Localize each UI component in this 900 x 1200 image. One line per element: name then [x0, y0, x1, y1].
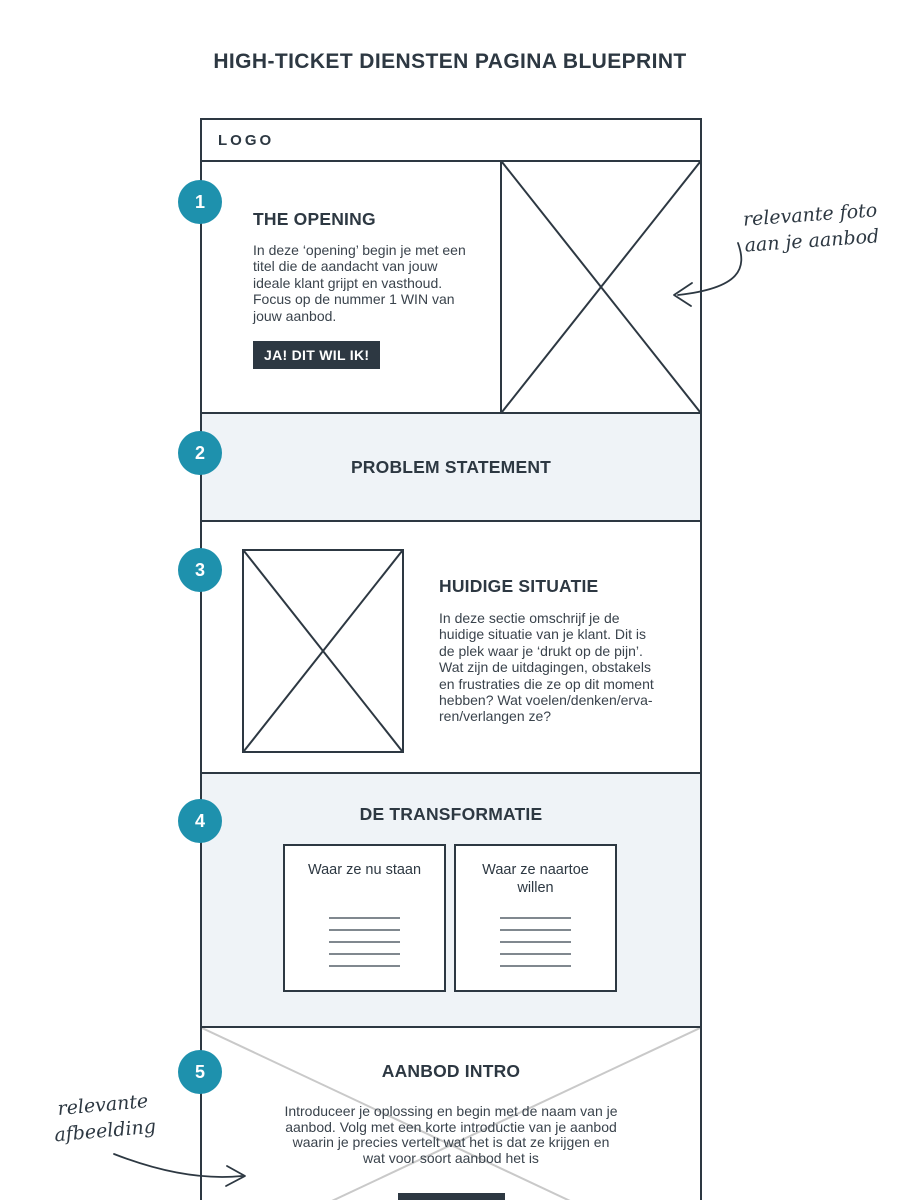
section-transformatie: DE TRANSFORMATIE Waar ze nu staan Waar z… — [202, 772, 700, 1028]
image-annotation: relevante afbeelding — [53, 1090, 157, 1147]
opening-cta-button[interactable]: JA! DIT WIL IK! — [253, 341, 381, 369]
situatie-image-placeholder — [242, 549, 404, 753]
wireframe-frame: LOGO THE OPENING In deze ‘opening’ begin… — [200, 118, 702, 1200]
logo-bar: LOGO — [202, 120, 700, 162]
placeholder-text-lines — [456, 917, 615, 977]
image-placeholder-x-icon — [502, 162, 700, 412]
section-problem-statement: PROBLEM STATEMENT — [202, 412, 700, 522]
step-badge-1: 1 — [178, 180, 222, 224]
problem-statement-heading: PROBLEM STATEMENT — [350, 456, 552, 477]
section-opening: THE OPENING In deze ‘opening’ begin je m… — [202, 162, 700, 412]
opening-heading: THE OPENING — [253, 209, 376, 229]
aanbod-cta-button[interactable] — [398, 1193, 505, 1200]
huidige-situatie-body: In deze sectie omschrijf je de huidige s… — [439, 610, 654, 725]
placeholder-text-lines — [285, 917, 444, 977]
transformatie-card-goal: Waar ze naartoe willen — [454, 844, 617, 992]
image-placeholder-x-icon — [244, 551, 402, 751]
page-title: HIGH-TICKET DIENSTEN PAGINA BLUEPRINT — [213, 50, 687, 73]
section-huidige-situatie: HUIDIGE SITUATIE In deze sectie omschrij… — [202, 522, 700, 772]
hero-image-placeholder — [500, 162, 700, 412]
section-aanbod-intro: AANBOD INTRO Introduceer je oplossing en… — [202, 1028, 700, 1200]
aanbod-intro-heading: AANBOD INTRO — [381, 1061, 521, 1081]
huidige-situatie-heading: HUIDIGE SITUATIE — [439, 576, 599, 596]
step-badge-2: 2 — [178, 431, 222, 475]
logo-text: LOGO — [218, 131, 275, 149]
step-badge-5: 5 — [178, 1050, 222, 1094]
transformatie-heading: DE TRANSFORMATIE — [359, 804, 543, 824]
opening-body: In deze ‘opening’ begin je met een titel… — [253, 242, 466, 324]
transformatie-card-now: Waar ze nu staan — [283, 844, 446, 992]
card-label: Waar ze naartoe willen — [482, 862, 589, 896]
card-label: Waar ze nu staan — [307, 862, 422, 878]
photo-annotation: relevante foto aan je aanbod — [742, 199, 880, 257]
step-badge-4: 4 — [178, 799, 222, 843]
step-badge-3: 3 — [178, 548, 222, 592]
background-image-placeholder-x-icon — [202, 1028, 700, 1200]
aanbod-intro-body: Introduceer je oplossing en begin met de… — [284, 1103, 618, 1166]
